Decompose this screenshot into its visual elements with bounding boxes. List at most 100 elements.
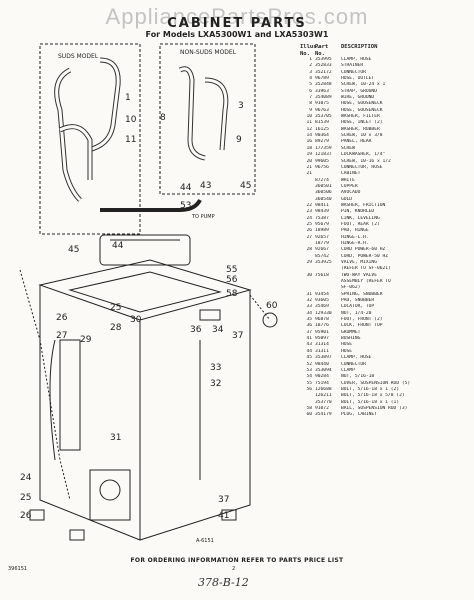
illus-number: 6 [309, 88, 312, 94]
part-number: 96756 [315, 164, 329, 170]
part-description: HOSE [341, 342, 353, 348]
exploded-parts-diagram: SUDS MODEL NON-SUDS MODEL TO PUMP 1 10 1… [19, 43, 278, 541]
illus-number: 10 [306, 114, 312, 120]
illus-number: 56 [306, 386, 312, 392]
page-subtitle: For Models LXA5300W1 and LXA5303W1 [145, 30, 329, 39]
part-number: 75618 [315, 272, 329, 278]
illus-number: 23 [306, 209, 312, 215]
part-description: SCREW [341, 145, 355, 151]
part-number: 352848 [315, 82, 332, 88]
illus-number: 16 [306, 139, 312, 145]
illus-number: 21 [306, 171, 312, 177]
part-description: WHITE [341, 177, 355, 183]
illus-number: 60 [306, 412, 312, 418]
part-description: HOSE, GOOSENECK [341, 107, 383, 113]
part-number: 98411 [315, 202, 329, 208]
part-description: GOLD [341, 196, 353, 202]
callout: 44 [112, 241, 124, 251]
part-description: CONNECTOR [341, 69, 366, 75]
part-number: 360501 [315, 183, 332, 189]
callout: 55 [226, 265, 237, 275]
part-description: CORD, POWER-50 HZ [341, 253, 389, 259]
illus-number: 28 [306, 247, 312, 253]
parts-row: 360501 COPPER [300, 184, 470, 190]
illus-number: 27 [306, 234, 312, 240]
callout: 26 [56, 313, 68, 323]
part-number: 95679 [315, 221, 329, 227]
part-number: 126211 [315, 393, 332, 399]
part-description: COPPER [341, 183, 358, 189]
part-number: 87274 [315, 177, 329, 183]
part-description: BOLT, 5/16-18 x 1 (2) [341, 386, 400, 392]
callout: 25 [20, 493, 31, 503]
illus-number: 36 [306, 323, 312, 329]
part-number: 95097 [315, 336, 329, 342]
part-description: SPRING, SNUBBER [341, 291, 383, 297]
illus-number: 41 [306, 336, 312, 342]
callout: 29 [80, 335, 92, 345]
part-number: 98439 [315, 209, 329, 215]
figure-id: A-6151 [196, 538, 214, 544]
watermark: AppliancePartsPros.com [105, 4, 369, 29]
part-number: 92657 [315, 234, 329, 240]
illus-number: 21 [306, 164, 312, 170]
part-number: 177359 [315, 145, 332, 151]
illus-number: 44 [306, 348, 312, 354]
illus-number: 53 [306, 367, 312, 373]
illus-number: 33 [306, 304, 312, 310]
part-description: PLUG, CABINET [341, 412, 377, 418]
part-description: BALL, SUSPENSION ROD (3) [341, 405, 408, 411]
part-number: 95901 [315, 329, 329, 335]
to-pump-label: TO PUMP [191, 214, 215, 220]
part-number: 85742 [315, 253, 329, 259]
part-number: 93454 [315, 291, 329, 297]
part-number: 96789 [315, 76, 329, 82]
callout: 36 [190, 325, 202, 335]
part-number: 90284 [315, 374, 329, 380]
illus-number: 32 [306, 298, 312, 304]
part-description: LOCK, FRONT TOP [341, 323, 383, 329]
illus-number: 24 [306, 215, 312, 221]
illus-number: 54 [306, 374, 312, 380]
callout: 27 [56, 331, 67, 341]
part-description: CLAMP [341, 367, 355, 373]
part-number: 352172 [315, 69, 332, 75]
part-description: HOSE, GOOSENECK [341, 101, 383, 107]
part-description: CLAMP, HOSE [341, 57, 372, 62]
part-description: SCREW, 10-24 x 1 [341, 82, 386, 88]
desc-header: DESCRIPTION [341, 44, 378, 50]
part-description: PANEL, REAR [341, 139, 372, 145]
callout: 45 [240, 181, 251, 191]
part-description: (REFER TO SF-0621) [341, 266, 391, 272]
illus-number: 12 [306, 126, 312, 132]
callout: 24 [20, 473, 32, 483]
illus-number: 55 [306, 380, 312, 386]
part-description: CLAMP, HOSE [341, 355, 372, 361]
part-number: 360540 [315, 196, 332, 202]
part-description: LOCKWASHER, 1/4" [341, 152, 386, 158]
part-number: 35469 [315, 304, 329, 310]
nonsuds-model-label: NON-SUDS MODEL [180, 49, 237, 56]
callout: 10 [125, 115, 137, 125]
parts-row: 87274 WHITE [300, 178, 470, 184]
part-number: 75194 [315, 380, 329, 386]
callout: 28 [110, 323, 122, 333]
illus-number: 45 [306, 355, 312, 361]
